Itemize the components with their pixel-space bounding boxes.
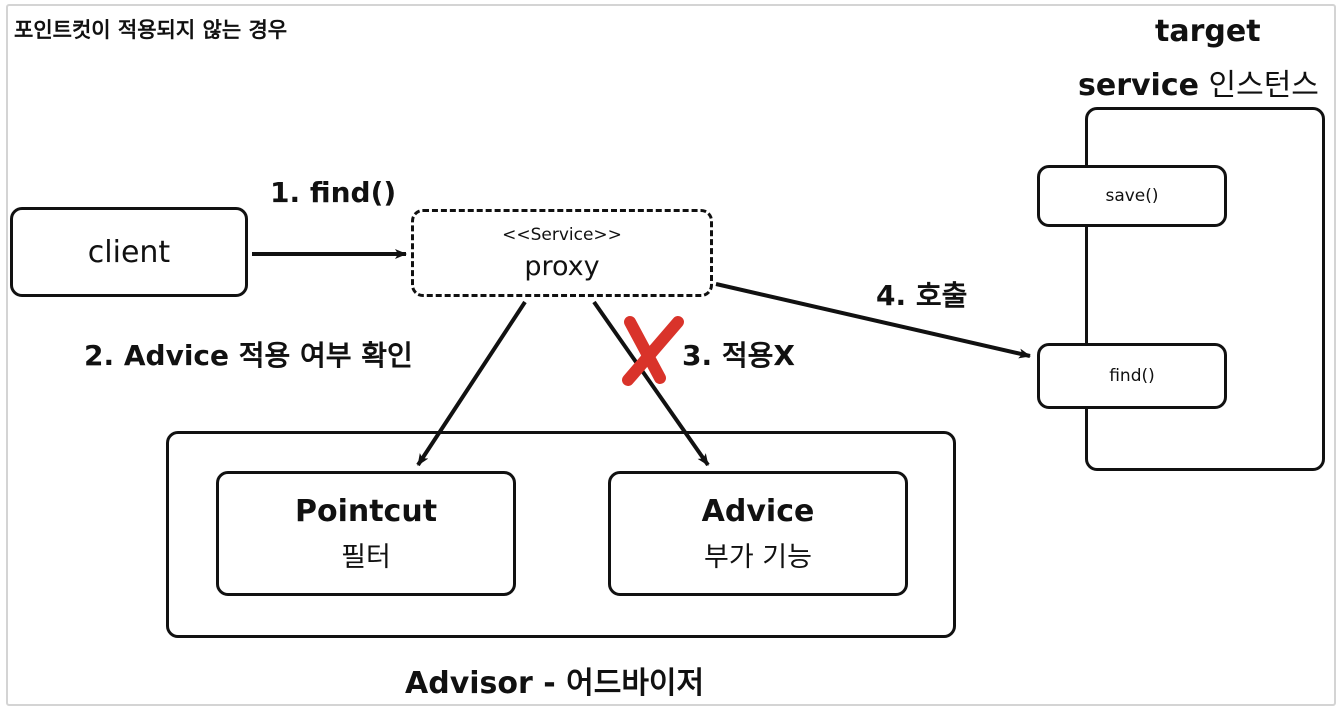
step-2-label: 2. Advice 적용 여부 확인 <box>84 339 413 372</box>
target-subtitle: service 인스턴스 <box>1078 60 1319 104</box>
proxy-stereotype: <<Service>> <box>502 224 622 245</box>
method-find-label: find() <box>1109 366 1155 386</box>
cross-icon <box>622 316 684 386</box>
method-save-label: save() <box>1105 186 1159 206</box>
advice-subtitle: 부가 기능 <box>704 541 812 573</box>
client-box: client <box>10 207 248 297</box>
diagram-title: 포인트컷이 적용되지 않는 경우 <box>14 18 288 42</box>
proxy-label: proxy <box>524 250 600 282</box>
target-label: target <box>1155 14 1261 49</box>
method-save-box: save() <box>1037 165 1227 227</box>
step-1-label: 1. find() <box>270 176 397 209</box>
arrow-proxy-to-advice <box>592 300 710 467</box>
step-4-label: 4. 호출 <box>876 279 968 312</box>
arrow-proxy-to-find <box>715 282 1031 359</box>
client-label: client <box>87 234 171 270</box>
proxy-box: <<Service>> proxy <box>411 209 713 297</box>
target-subtitle-bold: service <box>1078 68 1199 103</box>
diagram-frame <box>6 4 1336 706</box>
pointcut-subtitle: 필터 <box>341 541 391 573</box>
method-find-box: find() <box>1037 343 1227 409</box>
arrow-proxy-to-pointcut <box>416 300 527 467</box>
advice-box: Advice 부가 기능 <box>608 471 908 596</box>
advice-title: Advice <box>701 493 815 529</box>
advisor-caption: Advisor - 어드바이저 <box>405 666 705 701</box>
pointcut-box: Pointcut 필터 <box>216 471 516 596</box>
pointcut-title: Pointcut <box>294 493 438 529</box>
step-3-label: 3. 적용X <box>682 339 795 372</box>
target-subtitle-rest: 인스턴스 <box>1198 68 1319 103</box>
